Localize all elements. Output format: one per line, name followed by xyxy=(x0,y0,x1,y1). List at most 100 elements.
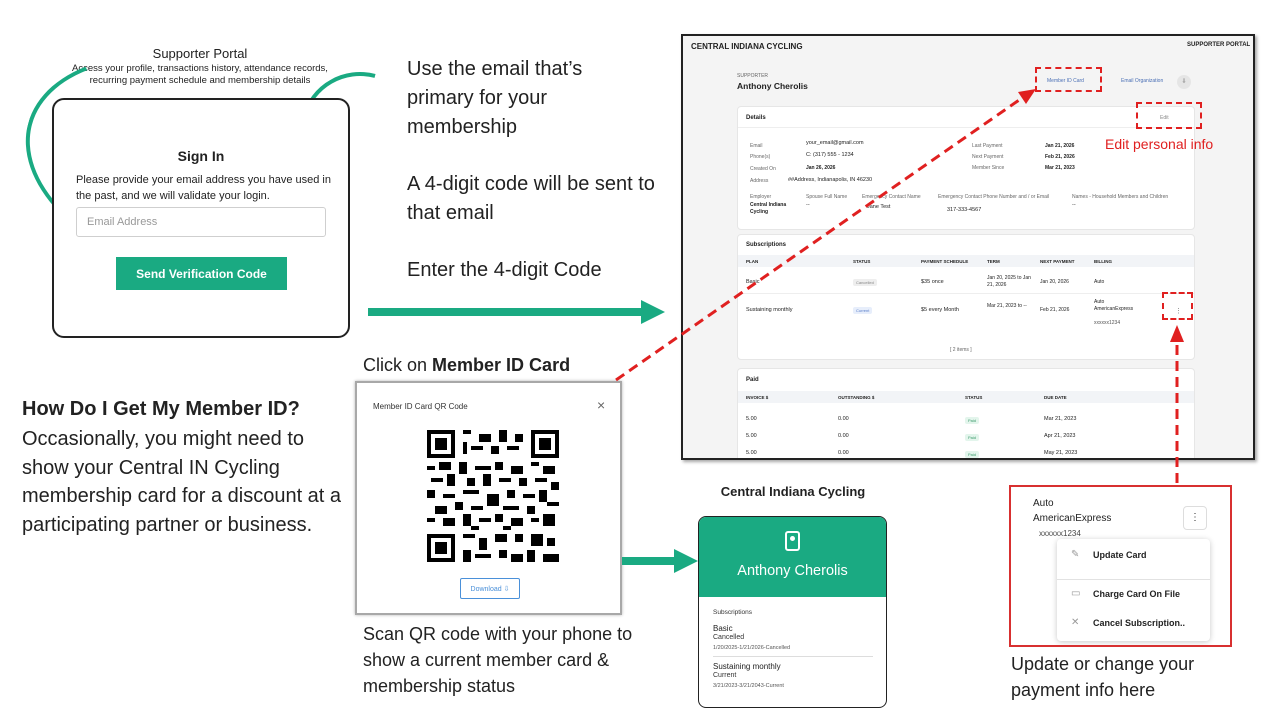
signin-description: Please provide your email address you ha… xyxy=(76,174,331,202)
col-term: TERM xyxy=(987,259,1000,264)
email-label: Email xyxy=(750,143,763,149)
col-outstanding: OUTSTANDING $ xyxy=(838,395,875,400)
portal-title: Supporter Portal xyxy=(152,46,248,61)
scan-caption: Scan QR code with your phone to show a c… xyxy=(363,624,633,696)
download-button[interactable]: Download ⇩ xyxy=(460,578,520,599)
supporter-name: Anthony Cherolis xyxy=(737,81,808,91)
address-value: ##Address, Indianapolis, IN 46230 xyxy=(788,177,873,183)
qr-caption-bold: Member ID Card xyxy=(432,355,571,375)
kebab-menu-icon[interactable]: ⋮ xyxy=(1175,308,1182,315)
close-icon[interactable]: × xyxy=(597,397,606,413)
member-card-name: Anthony Cherolis xyxy=(737,563,848,579)
paid-outstanding: 0.00 xyxy=(838,416,849,422)
paid-invoice: 5.00 xyxy=(746,416,757,422)
update-card-label: Update Card xyxy=(1093,550,1147,560)
edit-highlight xyxy=(1136,102,1202,129)
email-value: your_email@gmail.com xyxy=(806,140,864,146)
emergency-name-label: Emergency Contact Name xyxy=(862,194,921,200)
member-card-plan: Sustaining monthly xyxy=(713,662,781,671)
sub-billing: Auto xyxy=(1094,279,1105,285)
household-value: -- xyxy=(1072,202,1076,208)
row-divider xyxy=(738,293,1194,294)
sub-status-badge: Cancelled xyxy=(853,279,877,286)
kebab-highlight xyxy=(1162,292,1193,320)
paid-status-badge: Paid xyxy=(965,451,980,458)
created-label: Created On xyxy=(750,166,776,172)
qr-modal-title: Member ID Card QR Code xyxy=(373,402,468,411)
portal-description: Access your profile, transactions histor… xyxy=(72,63,328,86)
charge-card-menu-item[interactable]: ▭ Charge Card On File xyxy=(1057,584,1210,606)
email-input[interactable] xyxy=(76,207,326,237)
col-invoice: INVOICE $ xyxy=(746,395,769,400)
x-icon: ✕ xyxy=(1071,617,1080,628)
member-card-subscriptions-label: Subscriptions xyxy=(713,609,753,616)
red-arrow-line-member-id xyxy=(615,96,1023,382)
cancel-subscription-label: Cancel Subscription.. xyxy=(1093,618,1186,628)
kebab-menu-icon[interactable]: ⋮ xyxy=(1183,506,1207,530)
edit-button[interactable]: Edit xyxy=(1160,115,1169,121)
details-divider xyxy=(738,127,1194,128)
update-card-menu-item[interactable]: ✎ Update Card xyxy=(1057,545,1210,567)
spouse-label: Spouse Full Name xyxy=(806,194,848,200)
billing-type: AmericanExpress xyxy=(1033,513,1112,524)
paid-outstanding: 0.00 xyxy=(838,450,849,456)
col-schedule: PAYMENT SCHEDULE xyxy=(921,259,969,264)
created-value: Jan 26, 2026 xyxy=(806,165,836,171)
member-since-label: Member Since xyxy=(972,165,1005,171)
instruction-step-2: A 4-digit code will be sent to that emai… xyxy=(407,173,655,224)
employer-label: Employer xyxy=(750,194,772,200)
col-next-payment: NEXT PAYMENT xyxy=(1040,259,1075,264)
pencil-icon: ✎ xyxy=(1071,549,1080,560)
billing-auto: Auto xyxy=(1033,498,1054,509)
address-label: Address xyxy=(750,178,769,184)
charge-card-label: Charge Card On File xyxy=(1093,589,1181,599)
supporter-label: SUPPORTER xyxy=(737,73,769,79)
red-arrow-head-kebab xyxy=(1170,325,1184,342)
member-card-dates: 3/21/2023-3/21/2043-Current xyxy=(713,683,784,689)
next-payment-label: Next Payment xyxy=(972,154,1004,160)
col-plan: PLAN xyxy=(746,259,759,264)
member-card-header: Anthony Cherolis xyxy=(699,517,886,597)
member-id-card-link[interactable]: Member ID Card xyxy=(1047,78,1084,84)
instruction-step-3: Enter the 4-digit Code xyxy=(407,259,602,281)
arrow-head-qr xyxy=(674,549,698,573)
signin-card: Sign In Please provide your email addres… xyxy=(52,98,350,338)
paid-title: Paid xyxy=(746,377,759,383)
paid-due: Apr 21, 2023 xyxy=(1044,433,1076,439)
phone-value: C: (317) 555 - 1234 xyxy=(806,152,854,158)
update-card-caption: Update or change your payment info here xyxy=(1011,654,1195,700)
portal-label: SUPPORTER PORTAL xyxy=(1187,42,1251,48)
menu-divider xyxy=(1057,579,1210,580)
paid-invoice: 5.00 xyxy=(746,450,757,456)
member-card: Anthony Cherolis Subscriptions Basic Can… xyxy=(698,516,887,708)
member-since-value: Mar 21, 2023 xyxy=(1045,165,1075,171)
sub-schedule: $35 once xyxy=(921,279,944,285)
paid-header-row xyxy=(738,391,1194,403)
items-count: [ 2 items ] xyxy=(950,347,972,353)
qr-modal: Member ID Card QR Code × Download ⇩ xyxy=(355,381,622,615)
last-payment-value: Jan 21, 2026 xyxy=(1045,143,1075,149)
col-paid-status: STATUS xyxy=(965,395,983,400)
sub-schedule: $5 every Month xyxy=(921,307,959,313)
sub-next: Jan 20, 2026 xyxy=(1040,279,1069,285)
sub-plan: Basic xyxy=(746,279,760,285)
paid-due: Mar 21, 2023 xyxy=(1044,416,1077,422)
emergency-name-value: Jane Test xyxy=(867,204,891,210)
member-card-plan: Basic xyxy=(713,624,733,633)
email-organization-link[interactable]: Email Organization xyxy=(1121,78,1164,84)
instruction-step-1: Use the email that’s primary for your me… xyxy=(407,58,583,138)
card-number: xxxxxx1234 xyxy=(1039,529,1081,538)
send-verification-code-button[interactable]: Send Verification Code xyxy=(116,257,287,290)
cancel-subscription-menu-item[interactable]: ✕ Cancel Subscription.. xyxy=(1057,613,1210,635)
paid-panel: Paid INVOICE $ OUTSTANDING $ STATUS DUE … xyxy=(737,368,1195,458)
paid-status-badge: Paid xyxy=(965,417,980,424)
id-badge-icon xyxy=(785,531,800,551)
org-name: CENTRAL INDIANA CYCLING xyxy=(691,42,803,51)
member-card-status: Cancelled xyxy=(713,634,745,641)
arrow-line-signin xyxy=(368,308,643,316)
sub-term: Jan 20, 2025 to Jan 21, 2026 xyxy=(987,275,1031,288)
member-id-heading: How Do I Get My Member ID? xyxy=(22,398,300,420)
download-icon[interactable]: ⇩ xyxy=(1177,75,1191,89)
billing-menu: ✎ Update Card ▭ Charge Card On File ✕ Ca… xyxy=(1057,539,1210,641)
